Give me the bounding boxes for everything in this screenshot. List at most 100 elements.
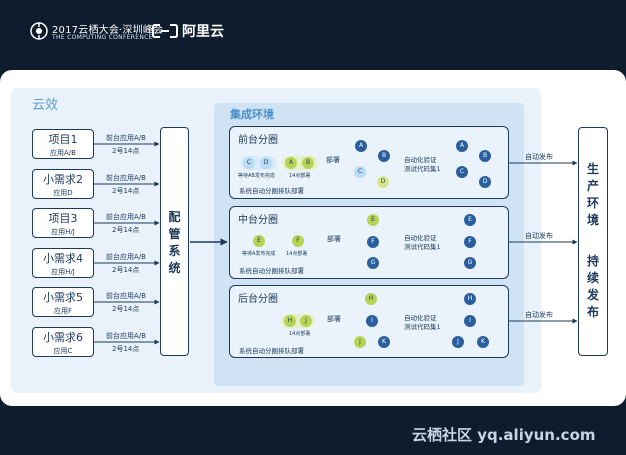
graph-node: E — [253, 235, 265, 247]
publish-label: 自动发布 — [525, 153, 553, 161]
brand-name: 阿里云 — [182, 24, 224, 40]
graph-node: F — [292, 235, 304, 247]
project-deploy-app: 前台应用A/B — [106, 134, 146, 142]
production-char: 续 — [586, 271, 599, 285]
graph-node: I — [464, 315, 476, 327]
project-box-2: 小需求2 应用D — [32, 169, 94, 199]
production-char: 境 — [586, 213, 599, 227]
wait-note: 等待A发布完成 — [242, 251, 276, 257]
deploy-label: 部署 — [327, 235, 341, 243]
zone-title: 前台分圈 — [238, 135, 278, 146]
project-deploy-app: 前台应用A/B — [106, 332, 146, 340]
deploy-label: 部署 — [326, 156, 340, 164]
config-char: 配 — [168, 210, 181, 224]
queue-note: 系统自动分圈排队部署 — [239, 187, 304, 195]
conference-logo-icon — [30, 22, 48, 40]
config-char: 系 — [168, 244, 181, 258]
production-char: 布 — [586, 305, 599, 319]
project-app: 应用F — [53, 307, 73, 315]
graph-node: B — [378, 150, 390, 162]
graph-node: H — [365, 293, 377, 305]
graph-node: G — [367, 257, 379, 269]
project-deploy-time: 2号14点 — [112, 226, 140, 234]
graph-node: F — [367, 236, 379, 248]
footer-watermark: 云栖社区 yq.aliyun.com — [412, 426, 596, 444]
yunxiao-label: 云效 — [32, 98, 59, 113]
deploy-label: 部署 — [327, 315, 341, 323]
project-deploy-app: 前台应用A/B — [106, 213, 146, 221]
project-deploy-time: 2号14点 — [112, 187, 140, 195]
production-box: 生 产 环 境 持 续 发 布 — [578, 127, 608, 356]
project-box-4: 小需求4 应用H/J — [32, 248, 94, 278]
project-name: 小需求5 — [43, 291, 83, 304]
publish-label: 自动发布 — [525, 311, 553, 319]
project-name: 小需求6 — [43, 331, 83, 344]
graph-node: J — [354, 336, 366, 348]
verify-label: 自动化验证 — [404, 156, 437, 164]
graph-node: D — [479, 176, 491, 188]
conference-title: 2017云栖大会·深圳峰会 — [52, 25, 164, 36]
project-app: 应用A/B — [50, 149, 76, 157]
verify-label: 自动化验证 — [404, 234, 437, 242]
graph-node: H — [284, 315, 296, 327]
project-deploy-time: 2号14点 — [112, 345, 140, 353]
project-app: 应用H/J — [51, 268, 75, 276]
publish-label: 自动发布 — [525, 232, 553, 240]
production-char: 生 — [586, 162, 599, 176]
header: 2017云栖大会·深圳峰会 THE COMPUTING CONFERENCE 阿… — [0, 0, 626, 70]
graph-node: G — [464, 257, 476, 269]
integration-label: 集成环境 — [230, 108, 274, 121]
production-char: 发 — [586, 288, 599, 302]
zone-title: 后台分圈 — [238, 294, 278, 305]
project-app: 应用C — [53, 347, 73, 355]
graph-node: B — [302, 157, 314, 169]
project-deploy-app: 前台应用A/B — [106, 253, 146, 261]
config-management-box: 配 管 系 统 — [160, 127, 189, 356]
graph-node: F — [464, 236, 476, 248]
project-box-1: 项目1 应用A/B — [32, 129, 94, 159]
graph-node: C — [243, 157, 255, 169]
project-deploy-time: 2号14点 — [112, 266, 140, 274]
test-suite-label: 测试代码集1 — [404, 243, 441, 251]
graph-node: H — [464, 293, 476, 305]
project-name: 小需求2 — [43, 173, 83, 186]
zone-title: 中台分圈 — [238, 215, 278, 226]
project-deploy-app: 前台应用A/B — [106, 174, 146, 182]
graph-node: A — [456, 140, 468, 152]
project-deploy-time: 2号14点 — [112, 147, 140, 155]
time-note: 14点部署 — [289, 331, 311, 337]
project-box-6: 小需求6 应用C — [32, 327, 94, 357]
production-char: 持 — [586, 254, 599, 268]
project-box-5: 小需求5 应用F — [32, 287, 94, 317]
graph-node: J — [300, 315, 312, 327]
project-box-3: 项目3 应用H/J — [32, 208, 94, 238]
time-note: 14点部署 — [289, 173, 311, 179]
test-suite-label: 测试代码集1 — [404, 323, 441, 331]
time-note: 14点部署 — [286, 251, 308, 257]
config-char: 统 — [168, 261, 181, 275]
project-deploy-time: 2号14点 — [112, 305, 140, 313]
graph-node: A — [355, 140, 367, 152]
project-name: 项目1 — [48, 133, 78, 146]
project-name: 小需求4 — [43, 252, 83, 265]
graph-node: D — [377, 176, 389, 188]
project-name: 项目3 — [48, 212, 78, 225]
graph-node: D — [260, 157, 272, 169]
graph-node: J — [452, 336, 464, 348]
verify-label: 自动化验证 — [404, 314, 437, 322]
graph-node: K — [477, 336, 489, 348]
project-app: 应用H/J — [51, 228, 75, 236]
production-char: 环 — [586, 196, 599, 210]
project-deploy-app: 前台应用A/B — [106, 292, 146, 300]
graph-node: A — [285, 157, 297, 169]
graph-node: E — [367, 214, 379, 226]
graph-node: C — [354, 166, 366, 178]
wait-note: 等待AB发布完成 — [238, 173, 275, 179]
queue-note: 系统自动分圈排队部署 — [239, 267, 304, 275]
graph-node: I — [366, 315, 378, 327]
queue-note: 系统自动分圈排队部署 — [239, 347, 304, 355]
graph-node: B — [479, 150, 491, 162]
graph-node: K — [378, 336, 390, 348]
production-char: 产 — [586, 179, 599, 193]
test-suite-label: 测试代码集1 — [404, 165, 441, 173]
